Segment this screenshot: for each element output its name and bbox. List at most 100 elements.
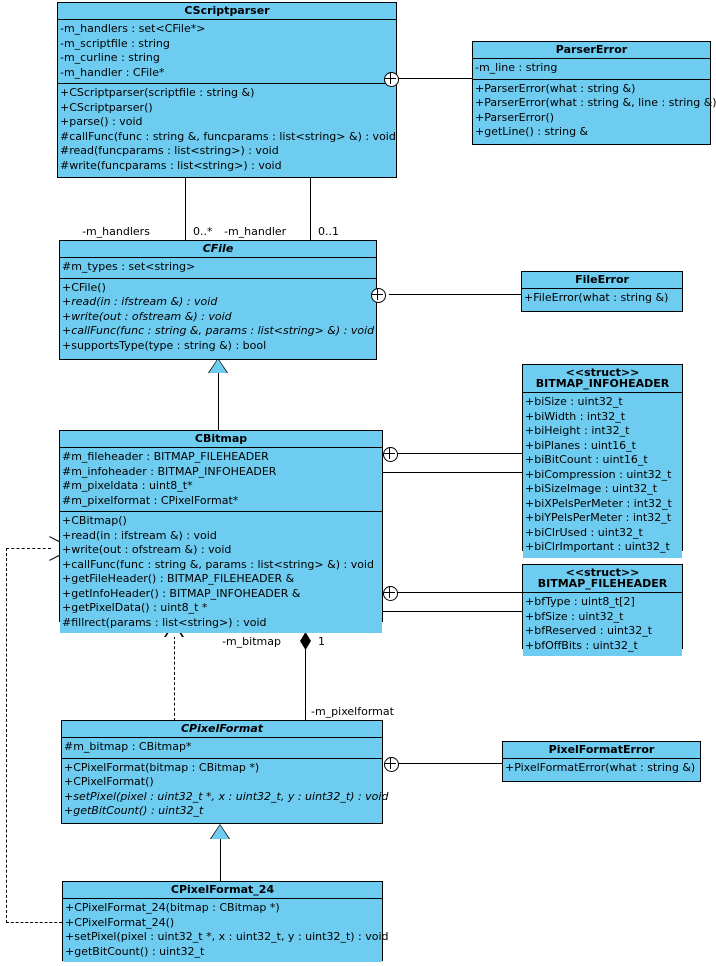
operation: #callFunc(func : string &, funcparams : … <box>60 129 396 143</box>
class-operations-fileerror: +FileError(what : string &) <box>522 289 682 309</box>
circle-plus-marker-fileheader <box>383 586 398 601</box>
operation: +read(in : ifstream &) : void <box>62 528 217 542</box>
operation: +CPixelFormat_24() <box>65 915 175 929</box>
operation: +write(out : ofstream &) : void <box>62 543 232 556</box>
operation: +CPixelFormat_24(bitmap : CBitmap *) <box>65 901 280 914</box>
edge-label-m-handler-mult: 0..1 <box>318 225 339 238</box>
attribute: +biBitCount : uint16_t <box>525 453 648 466</box>
edge-cscriptparser-cfile-handlers <box>185 178 186 241</box>
class-attributes-bitmap-fileheader: +bfType : uint8_t[2] +bfSize : uint32_t … <box>523 593 682 656</box>
class-attributes-parsererror: -m_line : string <box>473 59 710 80</box>
attribute: -m_curline : string <box>60 51 160 64</box>
attribute: +biXPelsPerMeter : int32_t <box>525 496 672 510</box>
edge-cpixelformat24-cpixelformat-generalization <box>220 838 221 881</box>
attribute: -m_handler : CFile* <box>60 65 165 79</box>
class-box-fileerror[interactable]: FileError +FileError(what : string &) <box>521 271 683 312</box>
operation: +PixelFormatError(what : string &) <box>505 761 696 774</box>
operation: +getPixelData() : uint8_t * <box>62 601 208 614</box>
operation: +ParserError() <box>475 110 555 124</box>
circle-plus-marker-pixelformaterror <box>384 757 399 772</box>
edge-cbitmap-fileheader-nested <box>396 592 522 593</box>
class-attributes-cpixelformat: #m_bitmap : CBitmap* <box>62 738 382 759</box>
edge-cpixelformat-cbitmap-realization <box>174 636 175 721</box>
attribute: +biHeight : int32_t <box>525 424 630 437</box>
attribute: +bfOffBits : uint32_t <box>525 638 638 652</box>
class-attributes-cbitmap: #m_fileheader : BITMAP_FILEHEADER #m_inf… <box>60 448 382 512</box>
class-box-parsererror[interactable]: ParserError -m_line : string +ParserErro… <box>472 41 716 145</box>
attribute: #m_fileheader : BITMAP_FILEHEADER <box>62 450 269 463</box>
class-box-cbitmap[interactable]: CBitmap #m_fileheader : BITMAP_FILEHEADE… <box>59 430 383 633</box>
operation: +getInfoHeader() : BITMAP_INFOHEADER & <box>62 586 301 600</box>
operation: +supportsType(type : string &) : bool <box>62 338 267 352</box>
class-operations-cbitmap: +CBitmap() +read(in : ifstream &) : void… <box>60 512 382 633</box>
edge-label-m-handlers-mult: 0..* <box>193 225 213 238</box>
class-title-cpixelformat: CPixelFormat <box>62 721 382 738</box>
edge-label-m-bitmap-mult: 1 <box>318 635 325 648</box>
class-box-cscriptparser[interactable]: CScriptparser -m_handlers : set<CFile*> … <box>57 2 397 178</box>
class-box-bitmap-fileheader[interactable]: <<struct>> BITMAP_FILEHEADER +bfType : u… <box>522 564 683 656</box>
class-title-cfile: CFile <box>60 241 376 258</box>
operation: +CFile() <box>62 280 106 294</box>
edge-cbitmap-infoheader-assoc <box>383 472 522 473</box>
operation: +CScriptparser(scriptfile : string &) <box>60 86 255 99</box>
class-box-cpixelformat[interactable]: CPixelFormat #m_bitmap : CBitmap* +CPixe… <box>61 720 389 824</box>
class-operations-cfile: +CFile() +read(in : ifstream &) : void +… <box>60 278 376 356</box>
circle-plus-marker-fileerror <box>371 288 386 303</box>
class-title-cpixelformat-24: CPixelFormat_24 <box>63 882 382 899</box>
class-box-pixelformaterror[interactable]: PixelFormatError +PixelFormatError(what … <box>502 741 701 782</box>
class-operations-cpixelformat-24: +CPixelFormat_24(bitmap : CBitmap *) +CP… <box>63 899 389 962</box>
attribute: +biSizeImage : uint32_t <box>525 482 658 495</box>
class-title-cscriptparser: CScriptparser <box>58 3 396 20</box>
operation: +callFunc(func : string &, params : list… <box>62 324 375 337</box>
operation: #fillrect(params : list<string>) : void <box>62 615 267 629</box>
operation: +getLine() : string & <box>475 125 589 138</box>
operation: +getFileHeader() : BITMAP_FILEHEADER & <box>62 572 295 585</box>
attribute: +bfType : uint8_t[2] <box>525 595 635 608</box>
attribute: #m_pixeldata : uint8_t* <box>62 479 193 492</box>
class-attributes-bitmap-infoheader: +biSize : uint32_t +biWidth : int32_t +b… <box>523 393 682 558</box>
operation: +getBitCount() : uint32_t <box>64 804 204 817</box>
operation: +read(in : ifstream &) : void <box>62 295 218 308</box>
class-box-bitmap-infoheader[interactable]: <<struct>> BITMAP_INFOHEADER +biSize : u… <box>522 364 683 558</box>
attribute: #m_bitmap : CBitmap* <box>64 740 192 753</box>
edge-cscriptparser-cfile-handler <box>310 178 311 241</box>
attribute: +biYPelsPerMeter : int32_t <box>525 511 672 524</box>
operation: +CPixelFormat(bitmap : CBitmap *) <box>64 760 260 774</box>
class-box-cfile[interactable]: CFile #m_types : set<string> +CFile() +r… <box>59 240 377 360</box>
operation: +callFunc(func : string &, params : list… <box>62 557 374 571</box>
class-title-bitmap-fileheader: <<struct>> BITMAP_FILEHEADER <box>523 565 682 593</box>
operation: +ParserError(what : string &, line : str… <box>475 96 716 109</box>
edge-label-m-handler-role: -m_handler <box>224 225 287 238</box>
class-name-fileheader: BITMAP_FILEHEADER <box>537 577 668 590</box>
edge-cpixelformat24-dep-bottom <box>6 922 62 923</box>
class-title-cbitmap: CBitmap <box>60 431 382 448</box>
operation: +parse() : void <box>60 115 143 128</box>
class-title-bitmap-infoheader: <<struct>> BITMAP_INFOHEADER <box>523 365 682 393</box>
attribute: #m_infoheader : BITMAP_INFOHEADER <box>62 464 277 478</box>
generalization-arrow-cpixelformat <box>211 825 229 839</box>
attribute: +bfSize : uint32_t <box>525 609 624 623</box>
attribute: +biCompression : uint32_t <box>525 467 672 481</box>
class-operations-parsererror: +ParserError(what : string &) +ParserErr… <box>473 79 716 143</box>
operation: +setPixel(pixel : uint32_t *, x : uint32… <box>65 930 389 943</box>
operation: +setPixel(pixel : uint32_t *, x : uint32… <box>64 789 389 803</box>
attribute: -m_handlers : set<CFile*> <box>60 22 206 35</box>
operation: +CScriptparser() <box>60 100 153 114</box>
edge-cfile-fileerror <box>389 294 521 295</box>
class-attributes-cscriptparser: -m_handlers : set<CFile*> -m_scriptfile … <box>58 20 396 84</box>
operation: #write(funcparams : list<string>) : void <box>60 158 282 172</box>
edge-cbitmap-fileheader-assoc <box>383 611 522 612</box>
class-title-fileerror: FileError <box>522 272 682 289</box>
edge-label-m-pixelformat-role: -m_pixelformat <box>311 705 394 718</box>
operation: +FileError(what : string &) <box>524 291 669 304</box>
class-box-cpixelformat-24[interactable]: CPixelFormat_24 +CPixelFormat_24(bitmap … <box>62 881 389 962</box>
class-operations-cscriptparser: +CScriptparser(scriptfile : string &) +C… <box>58 84 396 176</box>
edge-cbitmap-cpixelformat-composition <box>305 622 306 720</box>
operation: #read(funcparams : list<string>) : void <box>60 144 279 157</box>
attribute: +biPlanes : uint16_t <box>525 438 636 452</box>
edge-cpixelformat24-dep-left <box>6 548 7 923</box>
operation: +write(out : ofstream &) : void <box>62 309 232 323</box>
attribute: -m_line : string <box>475 61 558 74</box>
attribute: +biClrUsed : uint32_t <box>525 525 643 539</box>
operation: +getBitCount() : uint32_t <box>65 944 205 958</box>
